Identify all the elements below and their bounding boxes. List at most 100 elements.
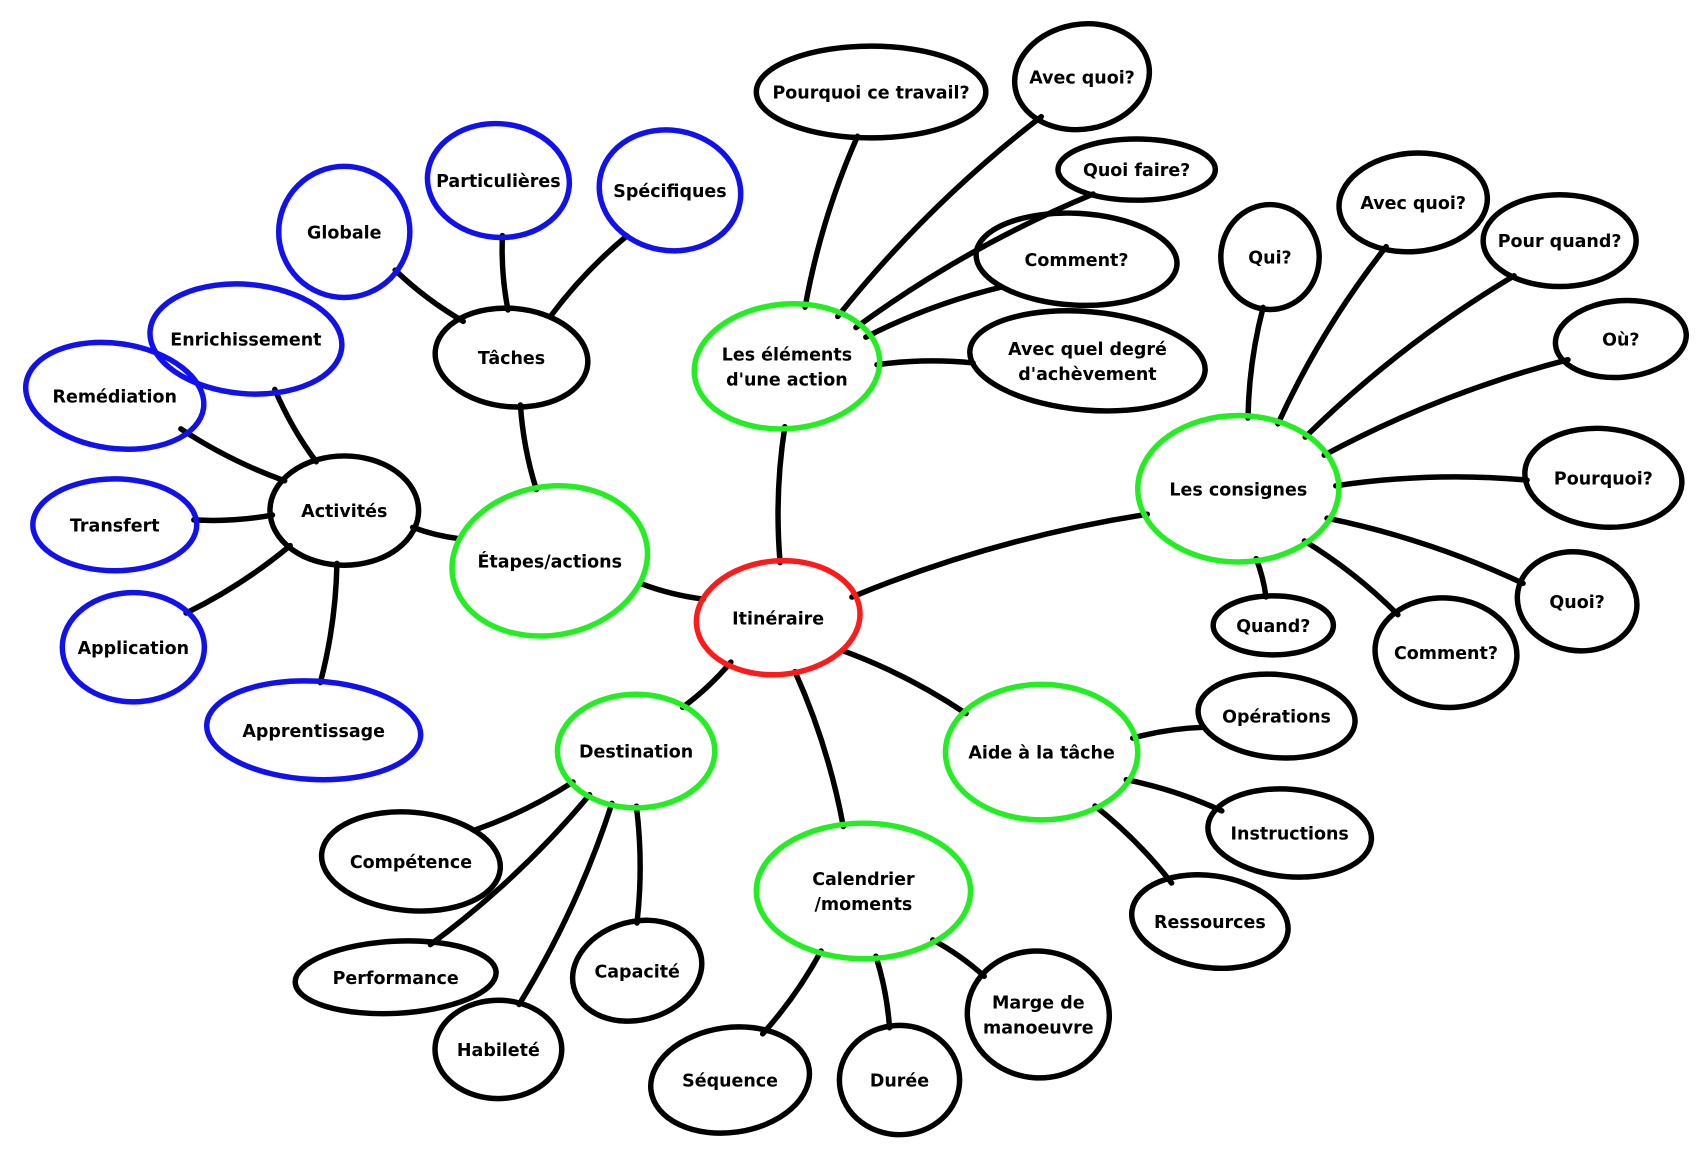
node-label: manoeuvre (983, 1019, 1094, 1039)
node-apprentissage[interactable]: Apprentissage (203, 676, 424, 785)
node-ressources[interactable]: Ressources (1126, 865, 1295, 978)
node-avec-quoi-1[interactable]: Avec quoi? (1006, 13, 1158, 140)
edge-taches-specifiques (547, 233, 630, 320)
node-comment-2[interactable]: Comment? (1370, 592, 1521, 713)
node-label: Marge de (992, 993, 1085, 1013)
edge-activites-transfert (191, 512, 276, 524)
node-taches[interactable]: Tâches (431, 302, 592, 413)
edge-destination-performance (427, 792, 593, 948)
node-label: Remédiation (53, 387, 177, 407)
node-transfert[interactable]: Transfert (30, 476, 200, 574)
node-label: Pour quand? (1498, 232, 1622, 252)
node-remediation[interactable]: Remédiation (19, 331, 211, 460)
node-label: Opérations (1222, 708, 1331, 728)
node-label: Habileté (457, 1041, 540, 1061)
node-label: /moments (815, 895, 913, 915)
sub-bubble (424, 120, 573, 241)
node-label: Pourquoi? (1554, 469, 1653, 489)
edge-consignes-avec_quoi_2 (1275, 243, 1389, 427)
node-capacite[interactable]: Capacité (561, 906, 713, 1035)
edge-etapes-taches (517, 402, 540, 493)
edge-root-elements (775, 424, 788, 566)
node-label: Comment? (1394, 644, 1498, 664)
node-quoi[interactable]: Quoi? (1509, 542, 1644, 660)
edge-consignes-quand (1253, 555, 1269, 600)
node-label: Pourquoi ce travail? (772, 84, 969, 104)
node-label: Globale (307, 223, 381, 243)
node-label: Application (78, 639, 189, 659)
node-label: Enrichissement (170, 331, 321, 351)
sub-bubble (275, 163, 413, 301)
node-specifiques[interactable]: Spécifiques (590, 119, 751, 262)
edge-calendrier-marge (930, 937, 988, 980)
node-etapes[interactable]: Étapes/actions (440, 471, 660, 652)
node-avec-quoi-2[interactable]: Avec quoi? (1335, 147, 1492, 258)
node-pour-quand[interactable]: Pour quand? (1480, 192, 1639, 290)
edge-taches-globale (392, 267, 466, 325)
node-label: Où? (1602, 331, 1639, 351)
node-root[interactable]: Itinéraire (692, 554, 865, 682)
node-duree[interactable]: Durée (836, 1022, 963, 1138)
leaf-bubble (964, 948, 1113, 1081)
node-quoi-faire[interactable]: Quoi faire? (1055, 136, 1219, 203)
node-activites[interactable]: Activités (267, 453, 422, 568)
node-label: Les éléments (722, 345, 852, 365)
node-qui[interactable]: Qui? (1218, 201, 1322, 313)
node-label: Avec quoi? (1029, 68, 1135, 88)
leaf-bubble (432, 997, 565, 1102)
edge-taches-particulieres (499, 232, 511, 313)
node-aide[interactable]: Aide à la tâche (942, 681, 1141, 823)
node-quand[interactable]: Quand? (1210, 593, 1337, 658)
leaf-bubble (1514, 549, 1640, 654)
root-bubble (693, 557, 863, 678)
node-marge[interactable]: Marge de manoeuvre (962, 945, 1115, 1084)
edge-elements-quoi_faire (853, 191, 1096, 331)
node-label: Tâches (478, 349, 545, 369)
leaf-bubble (1218, 201, 1322, 313)
leaf-bubble (292, 938, 499, 1017)
branch-bubble (554, 691, 718, 811)
node-enrichissement[interactable]: Enrichissement (145, 276, 346, 402)
node-label: Destination (579, 743, 693, 763)
node-performance[interactable]: Performance (292, 936, 499, 1019)
sub-bubble (203, 678, 424, 783)
node-instructions[interactable]: Instructions (1204, 782, 1375, 883)
node-comment-1[interactable]: Comment? (973, 208, 1180, 310)
edge-activites-enrichissement (272, 386, 320, 465)
node-operations[interactable]: Opérations (1195, 668, 1359, 764)
node-application[interactable]: Application (59, 589, 208, 705)
node-habilete[interactable]: Habileté (432, 997, 565, 1102)
node-label: Ressources (1154, 913, 1266, 933)
edge-consignes-pourquoi (1333, 474, 1530, 489)
sub-bubble (596, 127, 744, 254)
node-globale[interactable]: Globale (275, 163, 413, 301)
node-label: Quoi? (1549, 593, 1604, 613)
node-consignes[interactable]: Les consignes (1135, 412, 1342, 565)
node-calendrier[interactable]: Calendrier/moments (753, 820, 974, 962)
node-pourquoi-travail[interactable]: Pourquoi ce travail? (753, 43, 989, 141)
node-pourquoi[interactable]: Pourquoi? (1521, 422, 1686, 534)
node-label: Qui? (1248, 249, 1291, 269)
node-particulieres[interactable]: Particulières (423, 118, 574, 244)
node-competence[interactable]: Compétence (317, 805, 504, 919)
edge-consignes-quoi (1324, 515, 1526, 587)
edge-destination-competence (473, 779, 576, 833)
node-label: Calendrier (812, 870, 915, 890)
node-sequence[interactable]: Séquence (644, 1017, 817, 1143)
node-destination[interactable]: Destination (554, 691, 718, 811)
node-ou[interactable]: Où? (1552, 295, 1689, 383)
node-label: Capacité (594, 962, 679, 982)
edge-activites-remediation (178, 426, 288, 484)
node-label: Compétence (350, 853, 472, 873)
leaf-bubble (1522, 425, 1685, 531)
leaf-bubble (648, 1024, 813, 1136)
leaf-bubble (753, 43, 989, 141)
node-label: Séquence (682, 1072, 778, 1092)
sub-bubble (59, 589, 208, 705)
edge-activites-application (183, 542, 293, 616)
